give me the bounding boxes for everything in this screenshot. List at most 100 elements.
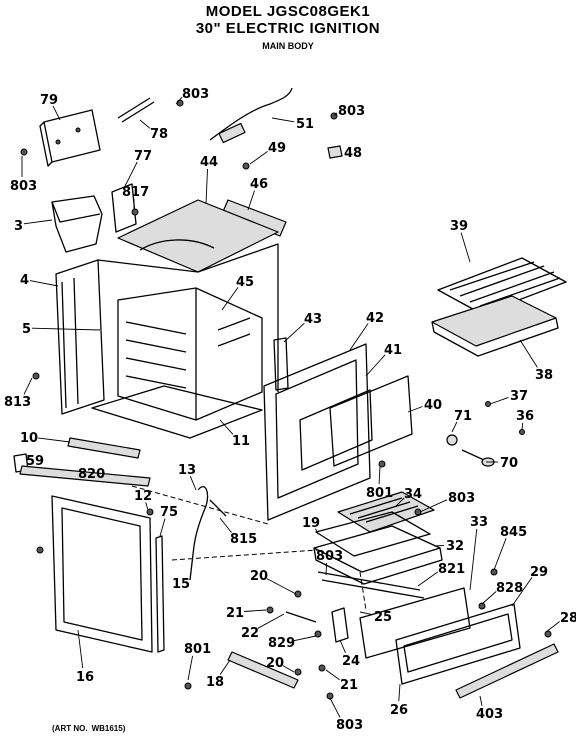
part-44-cooktop — [117, 199, 279, 273]
callout-label: 5 — [22, 322, 31, 337]
callout-label: 38 — [535, 368, 553, 383]
callout-label: 20 — [250, 569, 268, 584]
part-16-door — [51, 495, 153, 653]
callout-label: 18 — [206, 675, 224, 690]
callout-label: 59 — [26, 454, 44, 469]
leader-line — [175, 96, 183, 105]
part-79-bracket — [39, 109, 101, 167]
art-number-value: WB1615) — [91, 724, 126, 733]
callout-label: 34 — [404, 487, 422, 502]
callout-label: 71 — [454, 409, 472, 424]
part-29-drawer-front — [395, 603, 521, 685]
callout-label: 37 — [510, 389, 528, 404]
callout-label: 15 — [172, 577, 190, 592]
callout-label: 13 — [178, 463, 196, 478]
art-number: (ART NO.WB1615) — [52, 724, 125, 733]
leader-line — [283, 322, 305, 343]
part-821-rail — [317, 571, 425, 599]
part-46-trim — [221, 199, 287, 237]
callout-label: 26 — [390, 703, 408, 718]
part-820-rail — [19, 465, 151, 487]
leader-line — [266, 578, 297, 595]
leader-line — [31, 327, 101, 331]
diagram-subtitle: 30" ELECTRIC IGNITION — [195, 20, 381, 37]
callout-label: 803 — [182, 87, 209, 102]
callout-label: 829 — [268, 636, 295, 651]
leader-line — [325, 669, 340, 681]
callout-label: 45 — [236, 275, 254, 290]
leader-line — [189, 476, 197, 491]
callout-label: 4 — [20, 273, 29, 288]
leader-line — [249, 151, 268, 165]
callout-label: 49 — [268, 141, 286, 156]
callout-label: 44 — [200, 155, 218, 170]
leader-line — [243, 609, 267, 612]
leader-line — [219, 419, 234, 435]
callout-label: 821 — [438, 562, 465, 577]
leader-line — [282, 665, 295, 673]
part-18-bar — [227, 651, 299, 689]
callout-label: 32 — [446, 539, 464, 554]
callout-label: 820 — [78, 467, 105, 482]
part-11-bottom — [91, 385, 263, 439]
part-77-bracket — [111, 183, 137, 233]
callout-label: 28 — [560, 611, 576, 626]
leader-line — [519, 339, 538, 368]
part-13-wire — [193, 485, 209, 547]
leader-line — [417, 571, 439, 587]
callout-label: 24 — [342, 654, 360, 669]
callout-label: 845 — [500, 525, 527, 540]
callout-label: 803 — [316, 549, 343, 564]
callout-label: 19 — [302, 516, 320, 531]
part-39-rack — [437, 257, 567, 315]
leader-line — [378, 465, 381, 485]
part-4-side-panel — [55, 259, 105, 415]
part-71-knob — [446, 434, 458, 446]
part-403-strip — [455, 643, 559, 699]
callout-label: 12 — [134, 489, 152, 504]
leader-line — [333, 112, 338, 117]
leader-line — [23, 377, 33, 395]
leader-line — [395, 497, 405, 507]
part-40-gasket — [329, 375, 413, 467]
leader-line — [257, 613, 285, 629]
callout-label: 36 — [516, 409, 534, 424]
leader-line — [451, 421, 458, 433]
leader-line — [271, 117, 295, 123]
part-51-cable — [209, 87, 293, 141]
part-22-pin — [285, 611, 317, 623]
leader-line — [398, 683, 401, 702]
callout-label: 41 — [384, 343, 402, 358]
callout-label: 78 — [150, 127, 168, 142]
callout-label: 828 — [496, 581, 523, 596]
callout-label: 16 — [76, 670, 94, 685]
callout-label: 48 — [344, 146, 362, 161]
callout-label: 39 — [450, 219, 468, 234]
callout-label: 11 — [232, 434, 250, 449]
leader-line — [52, 105, 61, 121]
leader-line — [77, 629, 84, 669]
callout-label: 803 — [336, 718, 363, 733]
callout-label: 25 — [374, 610, 392, 625]
part-33-panel — [359, 587, 471, 659]
leader-line — [325, 562, 328, 576]
parts-artwork — [13, 87, 567, 700]
callout-label: 43 — [304, 312, 322, 327]
leader-line — [219, 659, 231, 675]
leader-line — [159, 518, 166, 537]
art-number-label: (ART NO. — [52, 724, 88, 733]
callout-label: 29 — [530, 565, 548, 580]
callout-label: 77 — [134, 149, 152, 164]
leader-line — [481, 591, 497, 605]
part-75-seal — [155, 535, 165, 653]
leader-line — [511, 577, 533, 607]
part-41-gasket — [299, 389, 373, 471]
part-815-wire — [209, 499, 227, 517]
leader-line — [221, 287, 239, 311]
leader-line — [247, 190, 255, 211]
callout-label: 10 — [20, 431, 38, 446]
callout-label: 70 — [500, 456, 518, 471]
callout-label: 42 — [366, 311, 384, 326]
